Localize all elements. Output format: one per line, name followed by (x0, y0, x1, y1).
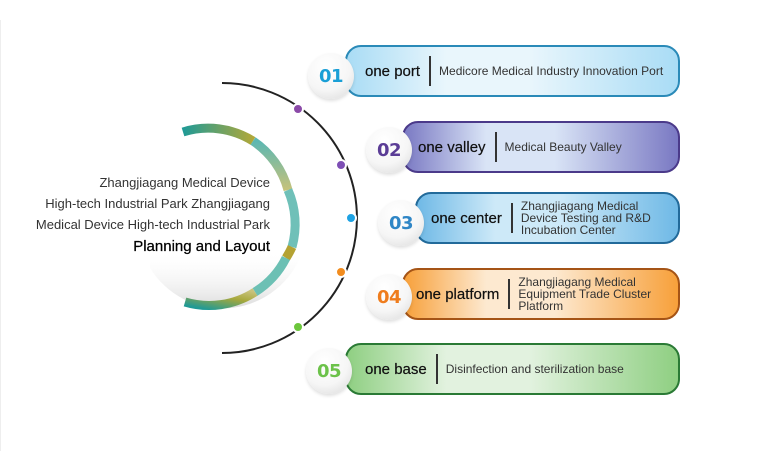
center-heading: Zhangjiagang Medical Device High-tech In… (36, 172, 270, 257)
ring-segment-upper (250, 137, 293, 192)
item-pill: one platform Zhangjiagang Medical Equipm… (402, 268, 680, 320)
item-pill: one port Medicore Medical Industry Innov… (345, 45, 680, 97)
left-border (0, 20, 1, 451)
item-pill: one center Zhangjiagang Medical Device T… (415, 192, 680, 244)
item-description: Medical Beauty Valley (504, 140, 622, 154)
item-keyword: one center (431, 209, 502, 227)
timeline-dot-04 (335, 266, 347, 278)
item-number-badge: 03 (378, 200, 424, 246)
heading-line-2: High-tech Industrial Park Zhangjiagang (45, 196, 270, 211)
item-separator (508, 279, 511, 309)
item-description: Zhangjiagang Medical Equipment Trade Clu… (518, 275, 652, 313)
item-pill: one valley Medical Beauty Valley (402, 121, 680, 173)
item-number-badge: 02 (366, 127, 412, 173)
item-keyword: one base (365, 360, 427, 378)
timeline-dot-05 (292, 321, 304, 333)
item-separator (510, 203, 513, 233)
item-number-badge: 05 (306, 348, 352, 394)
ring-segment-lower (252, 255, 291, 296)
item-description: Disinfection and sterilization base (445, 362, 624, 376)
item-keyword: one platform (416, 285, 500, 303)
item-separator (494, 132, 497, 162)
timeline-dot-03 (345, 212, 357, 224)
item-number-badge: 04 (366, 274, 412, 320)
ring-segment-bottom (183, 288, 258, 310)
item-description: Medicore Medical Industry Innovation Por… (439, 64, 664, 78)
heading-title: Planning and Layout (133, 238, 270, 255)
item-separator (435, 354, 438, 384)
timeline-dot-01 (292, 103, 304, 115)
timeline-dot-02 (335, 159, 347, 171)
gradient-ring (181, 123, 300, 310)
center-disc-shadow (150, 250, 300, 309)
item-keyword: one valley (418, 138, 486, 156)
item-keyword: one port (365, 62, 421, 80)
heading-line-3: Medical Device High-tech Industrial Park (35, 217, 270, 232)
ring-segment-accent (282, 245, 297, 261)
item-number-badge: 01 (308, 53, 354, 99)
item-separator (429, 56, 432, 86)
heading-line-1: Zhangjiagang Medical Device (99, 175, 270, 190)
ring-segment-top (181, 123, 256, 145)
item-pill: one base Disinfection and sterilization … (345, 343, 680, 395)
ring-segment-middle (283, 188, 300, 249)
timeline-dots (292, 103, 357, 333)
item-description: Zhangjiagang Medical Device Testing and … (520, 199, 651, 237)
